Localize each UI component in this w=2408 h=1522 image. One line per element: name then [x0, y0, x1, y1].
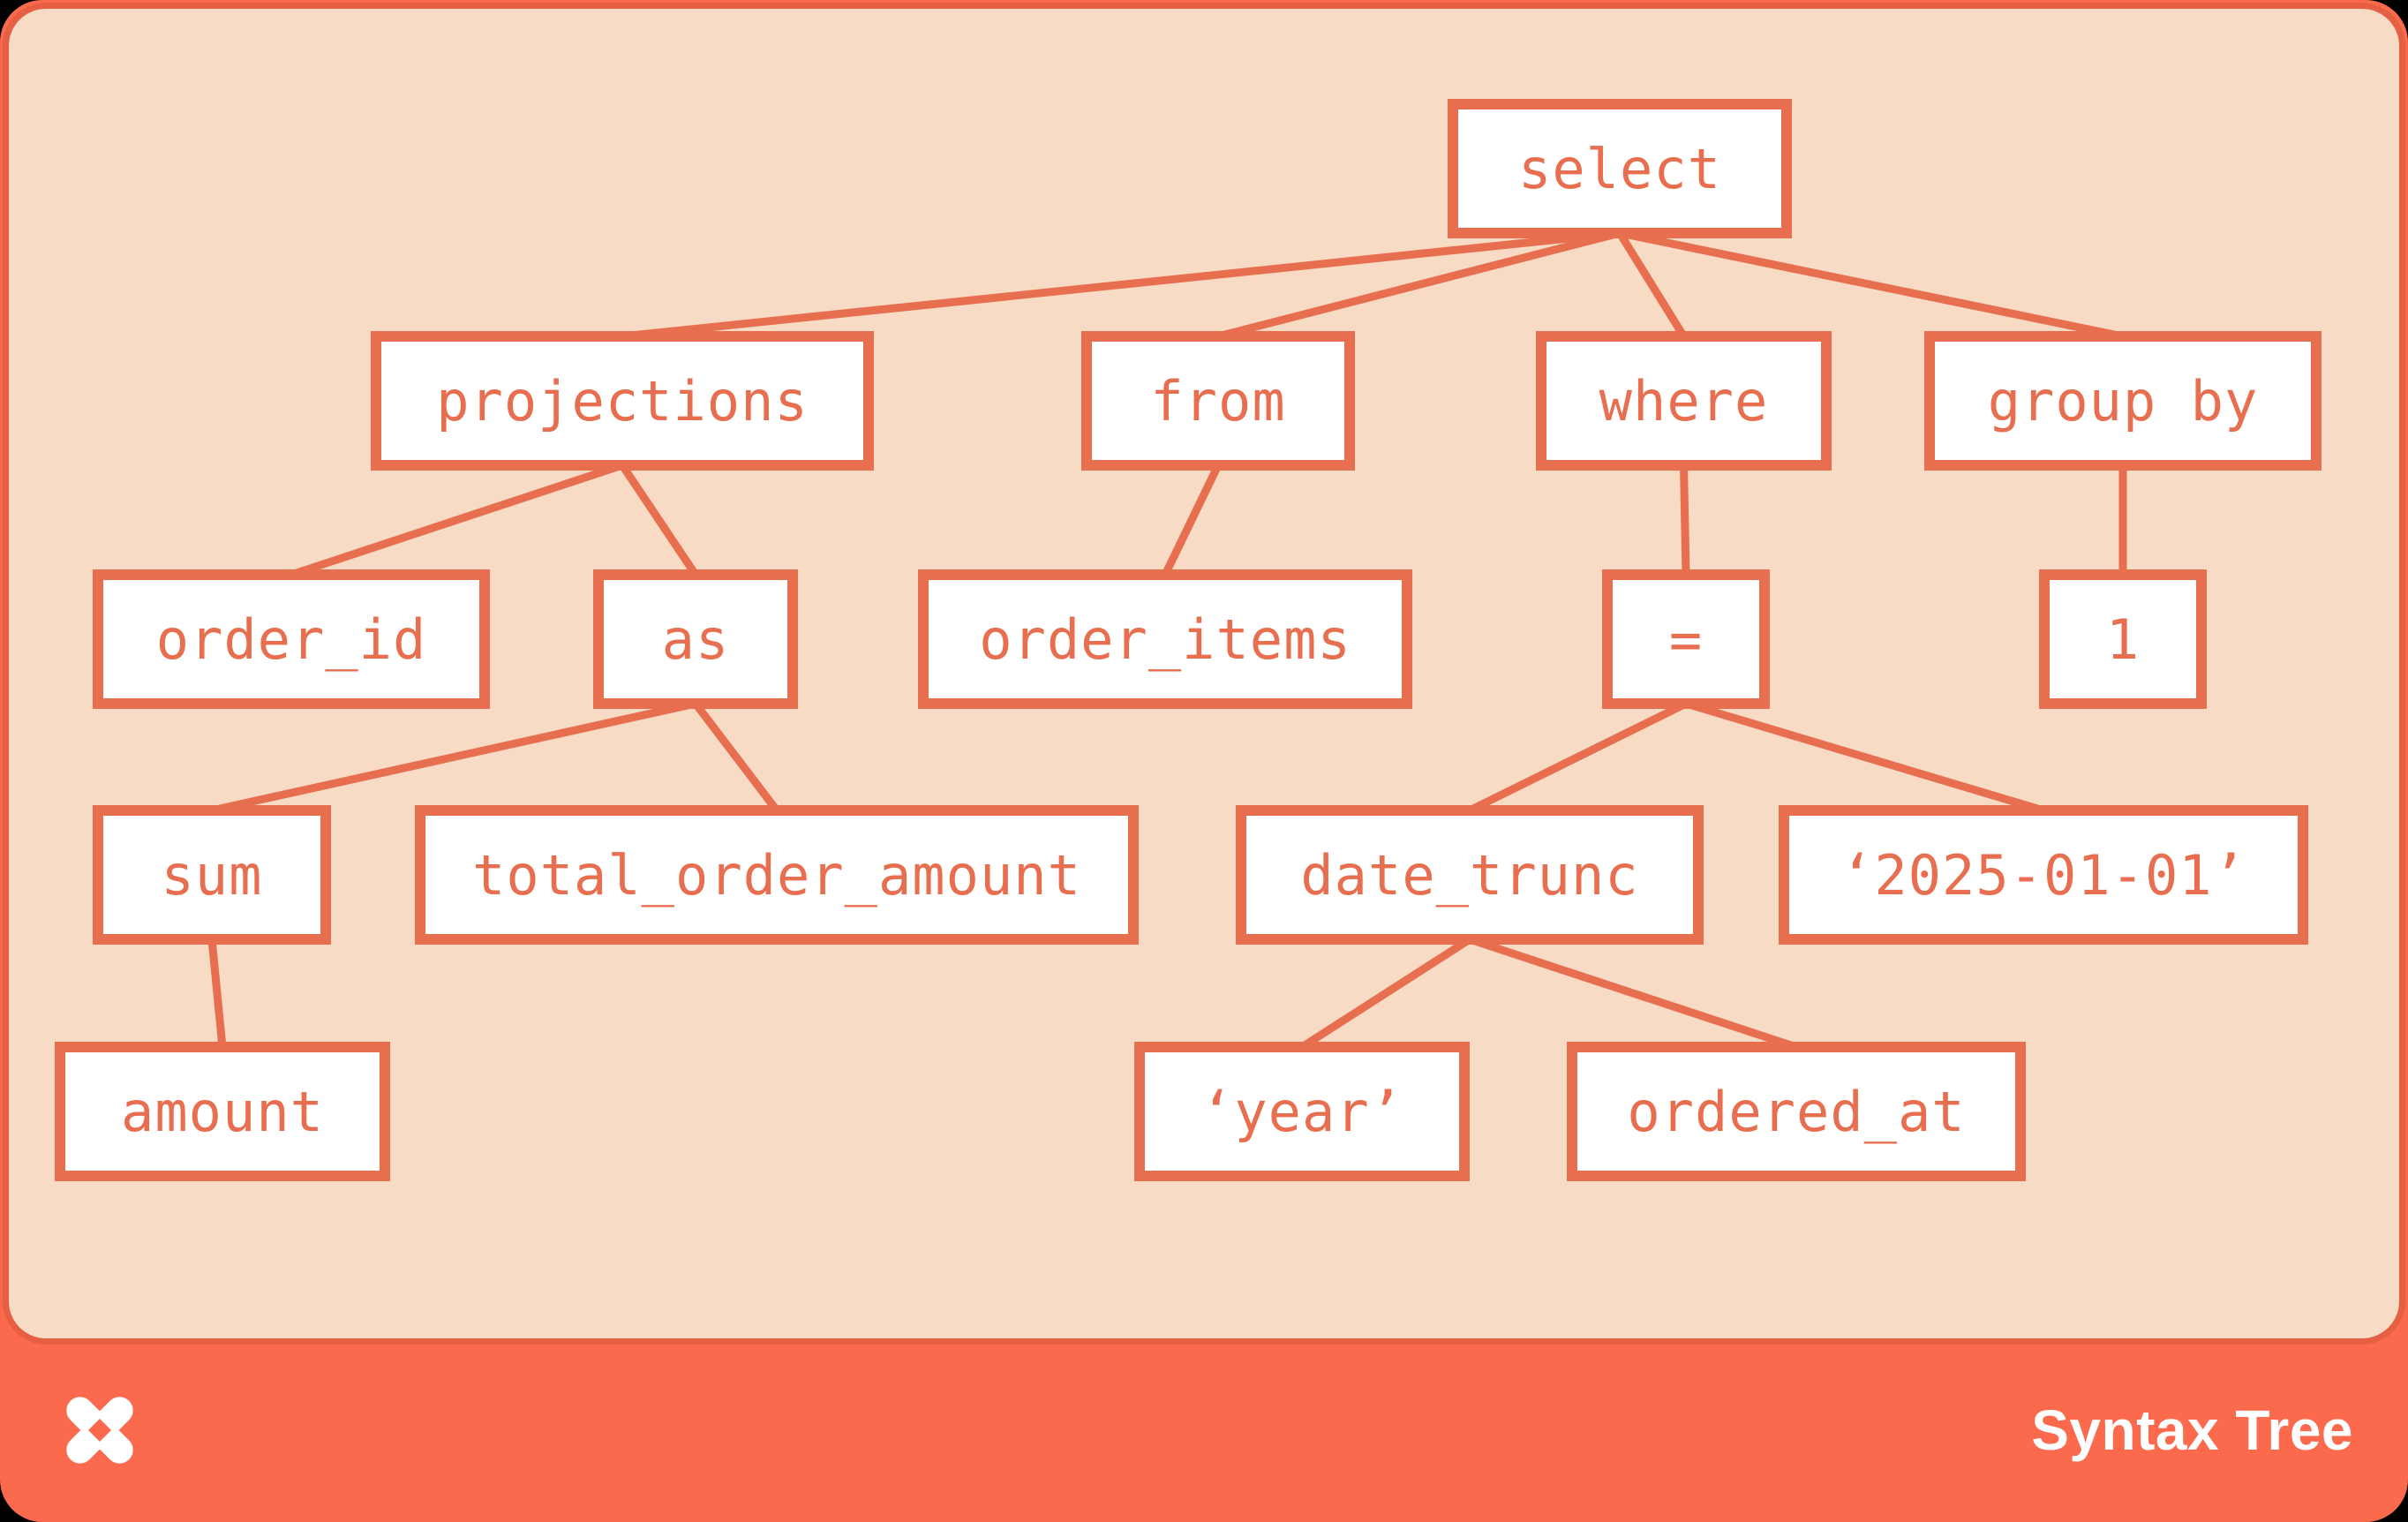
tree-edge-date-trunc-year-literal: [1299, 936, 1472, 1051]
tree-node-projections: projections: [371, 331, 874, 471]
tree-node-from: from: [1081, 331, 1355, 471]
tree-node-one: 1: [2039, 569, 2207, 709]
tree-edge-select-from: [1216, 229, 1622, 341]
tree-node-where: where: [1536, 331, 1832, 471]
tree-node-sum: sum: [93, 805, 331, 945]
tree-node-date-literal: ‘2025-01-01’: [1779, 805, 2308, 945]
tree-edge-equals-date-literal: [1684, 699, 2045, 815]
footer-bar: Syntax Tree: [0, 1338, 2408, 1522]
tree-edge-select-where: [1616, 230, 1688, 339]
tree-edge-as-sum: [211, 699, 696, 815]
tree-node-order-items: order_items: [918, 569, 1412, 709]
tree-node-date-trunc: date_trunc: [1236, 805, 1704, 945]
tree-node-select: select: [1448, 99, 1792, 238]
tree-edge-sum-amount: [207, 938, 227, 1048]
tree-node-total-order-amount: total_order_amount: [415, 805, 1139, 945]
tree-edge-select-group-by: [1619, 229, 2124, 341]
x-pinwheel-logo: [66, 1397, 133, 1464]
tree-node-group-by: group by: [1924, 331, 2321, 471]
tree-node-as: as: [593, 569, 798, 709]
tree-edge-projections-as: [619, 463, 699, 577]
tree-edge-where-equals: [1680, 464, 1690, 576]
tree-edge-select-projections: [621, 229, 1621, 341]
tree-node-ordered-at: ordered_at: [1567, 1042, 2026, 1181]
tree-edge-as-total-order-amount: [692, 701, 780, 813]
tree-edge-from-order-items: [1161, 463, 1223, 576]
tree-node-equals: =: [1602, 569, 1770, 709]
tree-edge-date-trunc-ordered-at: [1468, 935, 1798, 1051]
brand-title: Syntax Tree: [2031, 1398, 2353, 1462]
tree-node-order-id: order_id: [93, 569, 490, 709]
tree-edge-equals-date-trunc: [1468, 699, 1688, 815]
tree-node-year-literal: ‘year’: [1134, 1042, 1470, 1181]
tree-edge-projections-order-id: [290, 461, 624, 579]
tree-node-amount: amount: [55, 1042, 390, 1181]
